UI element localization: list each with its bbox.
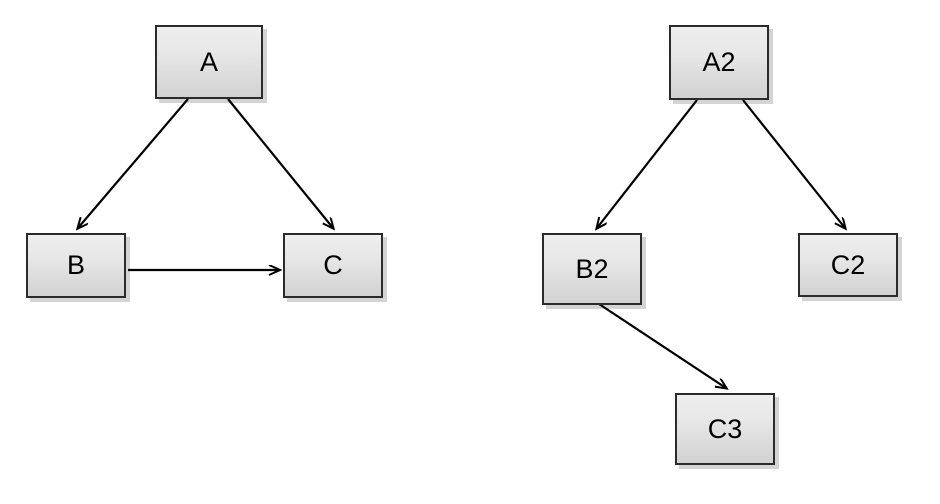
edge-a-to-c bbox=[227, 98, 333, 228]
node-c[interactable]: C bbox=[283, 233, 383, 298]
node-b2[interactable]: B2 bbox=[542, 233, 642, 305]
node-c2[interactable]: C2 bbox=[798, 233, 898, 297]
edge-b2-to-c3 bbox=[595, 301, 726, 388]
node-a[interactable]: A bbox=[155, 25, 263, 99]
node-c-label: C bbox=[323, 250, 343, 280]
node-a-label: A bbox=[199, 46, 218, 77]
node-c2-label: C2 bbox=[830, 249, 866, 280]
node-c3-label: C3 bbox=[707, 413, 743, 444]
node-b2-label: B2 bbox=[575, 253, 609, 284]
edge-a2-to-b2 bbox=[597, 99, 698, 228]
node-a2-label: A2 bbox=[702, 47, 736, 77]
edge-a-to-b bbox=[78, 98, 189, 228]
node-b[interactable]: B bbox=[26, 233, 126, 298]
edge-a2-to-c2 bbox=[742, 99, 845, 228]
node-c3[interactable]: C3 bbox=[675, 393, 775, 465]
node-a2[interactable]: A2 bbox=[669, 25, 769, 100]
node-b-label: B bbox=[66, 250, 85, 280]
